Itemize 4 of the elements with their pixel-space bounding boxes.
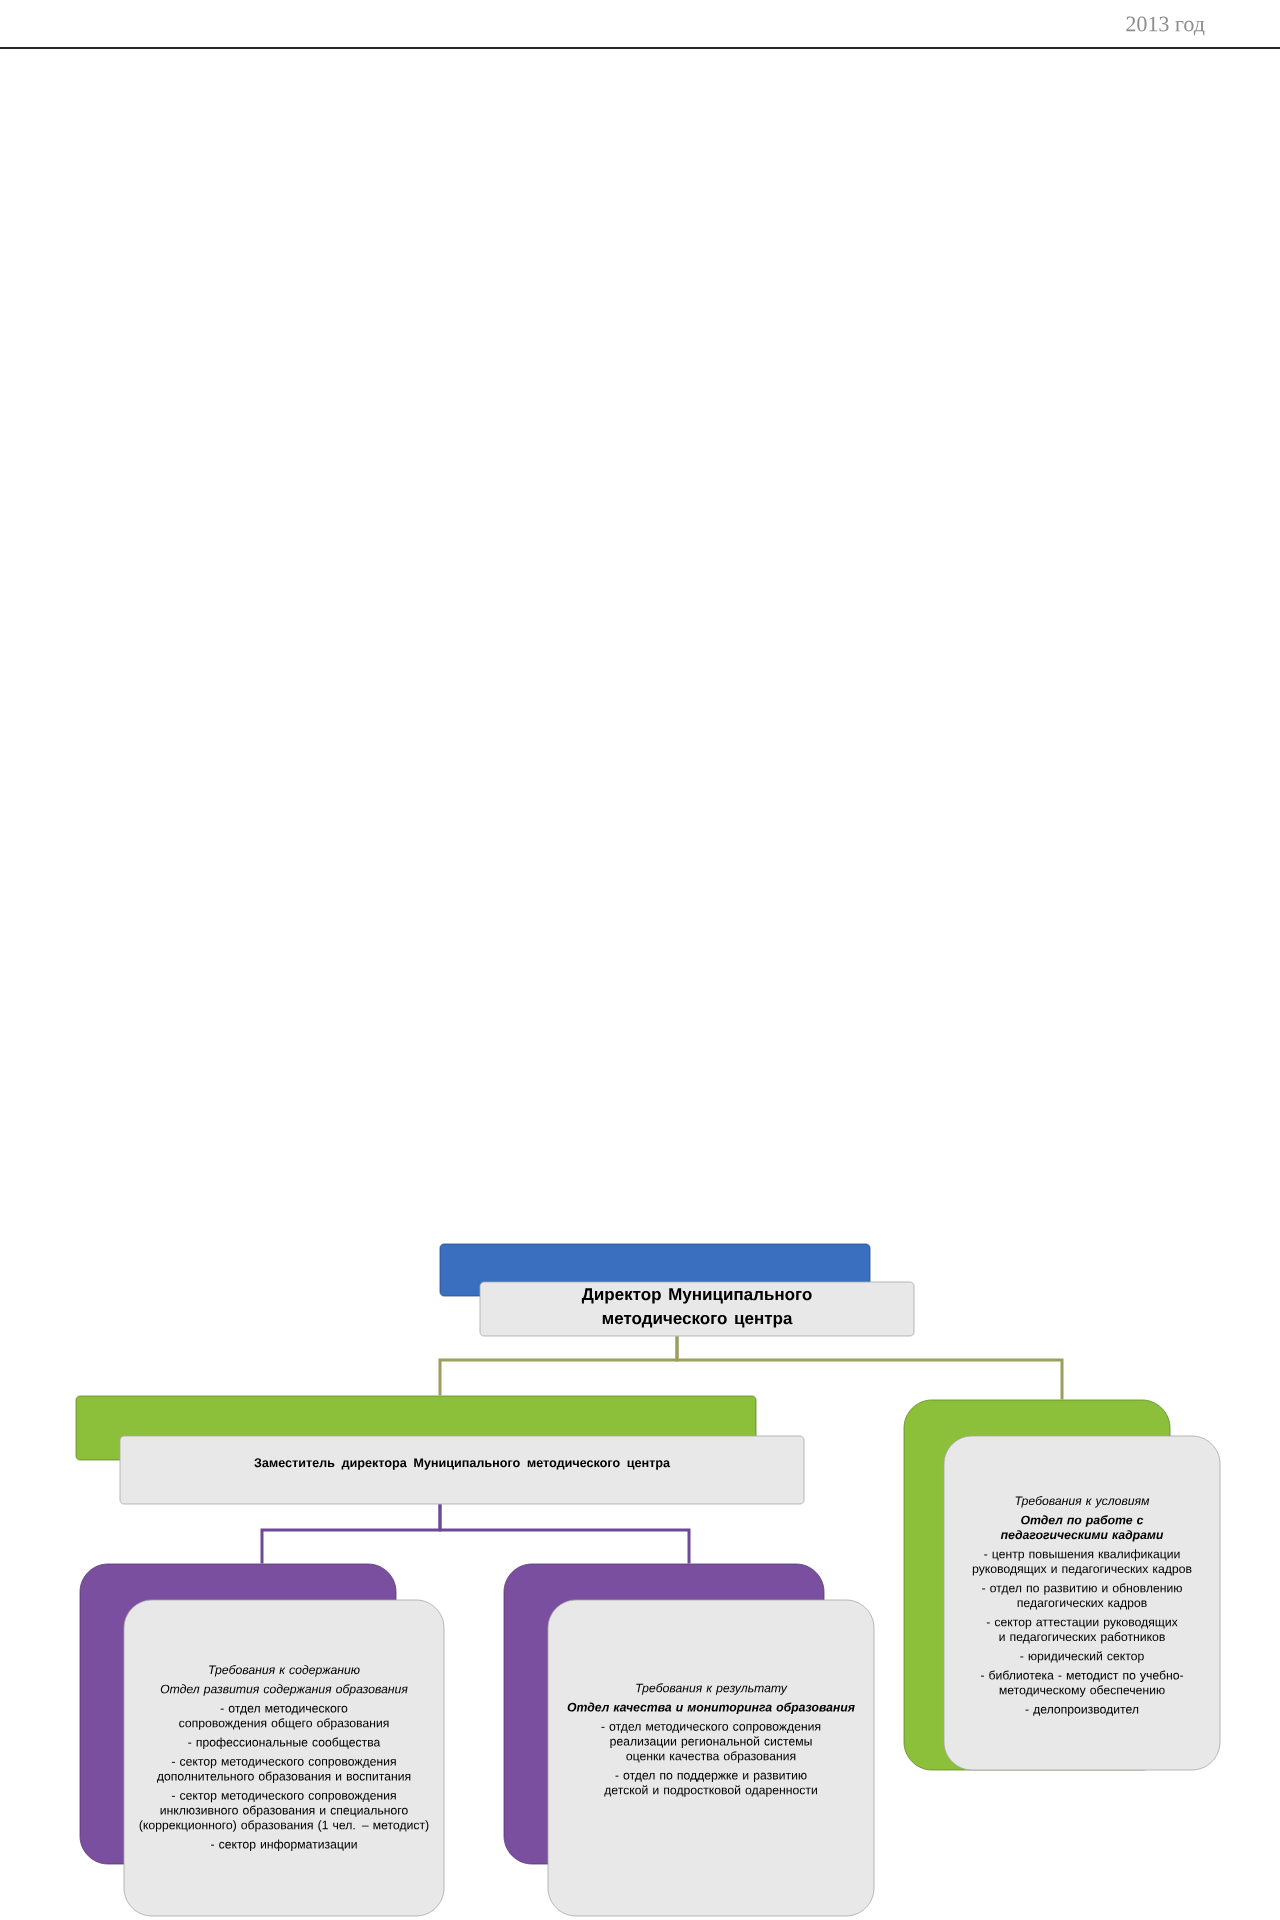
header-year: 2013 год xyxy=(1126,16,1205,36)
connector-line xyxy=(438,1504,691,1564)
org-chart-box: Директор Муниципального методического центра xyxy=(439,1243,915,1337)
connector-line xyxy=(675,1336,1064,1400)
